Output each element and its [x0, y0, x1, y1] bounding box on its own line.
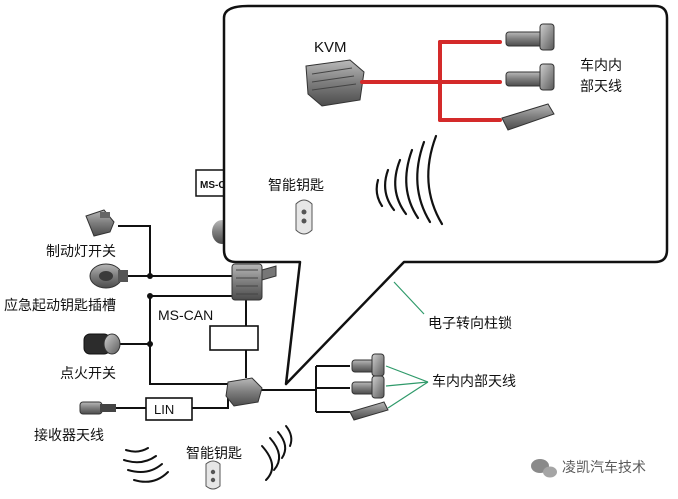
- lin-label: LIN: [154, 402, 174, 417]
- red-antenna-harness: [360, 40, 502, 122]
- interior-antenna-label-line2: 部天线: [580, 79, 622, 95]
- watermark: 凌凯汽车技术: [531, 459, 646, 478]
- receiver-antenna-icon: [79, 401, 116, 415]
- ms-can-label: MS-CAN: [158, 307, 213, 323]
- receiver-antenna-label: 接收器天线: [34, 427, 104, 444]
- radio-waves-icon: [375, 134, 444, 226]
- brake-light-switch-icon: [85, 209, 115, 237]
- smart-key-icon: [295, 199, 313, 235]
- emergency-key-slot-icon: [89, 263, 128, 289]
- interior-antenna-label: 车内内部天线: [432, 373, 516, 390]
- kvm-label: KVM: [314, 39, 347, 56]
- emergency-key-slot-label: 应急起动钥匙插槽: [4, 297, 116, 314]
- callout-smart-key-label: 智能钥匙: [268, 178, 324, 194]
- radio-waves-icon: [261, 425, 293, 481]
- junction-dots: [147, 273, 153, 347]
- ms-can-bus-box: [209, 325, 259, 351]
- interior-antenna-icon: [505, 23, 555, 51]
- lin-bus-box: LIN: [145, 397, 193, 421]
- interior-antenna-leaders: [385, 365, 429, 409]
- steering-lock-leader: [393, 281, 425, 315]
- interior-antenna-icon: [349, 401, 389, 421]
- interior-antenna-icon: [351, 375, 385, 399]
- interior-antenna-icon: [505, 63, 555, 91]
- wechat-icon: [531, 459, 557, 478]
- radio-waves-icon: [123, 447, 169, 483]
- watermark-text: 凌凯汽车技术: [562, 459, 646, 476]
- ignition-switch-label: 点火开关: [60, 366, 116, 382]
- kvm-module-icon: [305, 59, 365, 107]
- wiring-harness: [116, 225, 350, 413]
- brake-light-switch-label: 制动灯开关: [46, 244, 116, 260]
- interior-antenna-icon: [351, 353, 385, 377]
- smart-key-label: 智能钥匙: [186, 446, 242, 462]
- ms-can-cut-label: MS-C: [200, 180, 226, 191]
- keyless-control-module-icon: [225, 377, 263, 407]
- smart-key-icon: [205, 460, 221, 490]
- steering-lock-label: 电子转向柱锁: [428, 316, 512, 332]
- interior-antenna-icon: [501, 103, 555, 131]
- interior-antenna-label-line1: 车内内: [580, 57, 622, 74]
- steering-column-lock-icon: [231, 263, 277, 301]
- ignition-switch-icon: [83, 333, 121, 355]
